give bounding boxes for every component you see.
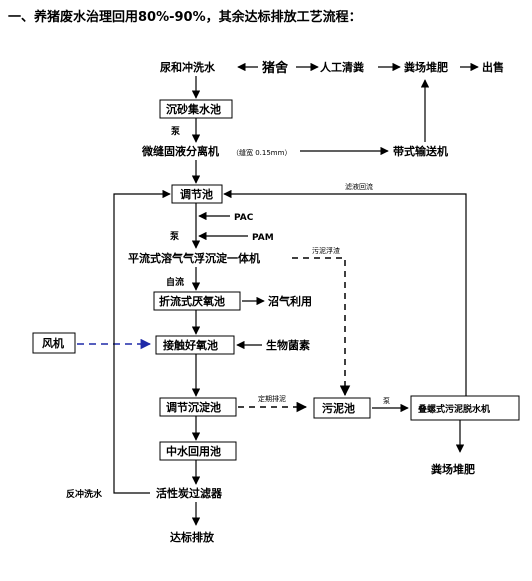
node-daf: 平流式溶气气浮沉淀一体机	[128, 251, 260, 265]
label-pam: PAM	[252, 233, 274, 243]
node-carbon-filter: 活性炭过滤器	[156, 486, 223, 500]
node-anaerobic: 折流式厌氧池	[159, 294, 225, 308]
sludge-tank-box	[313, 397, 371, 419]
node-bio-agent: 生物菌素	[266, 338, 310, 352]
contact-oxidation-box	[155, 335, 235, 355]
node-urine-wash: 尿和冲洗水	[160, 60, 216, 74]
node-manure-pile-bottom: 粪场堆肥	[431, 462, 475, 476]
label-periodic-discharge: 定期排泥	[258, 394, 286, 403]
node-blower: 风机	[42, 336, 64, 350]
label-pump-1: 泵	[171, 126, 181, 137]
line-daf-scum-to-sludge	[292, 257, 351, 397]
node-sludge-tank: 污泥池	[322, 401, 355, 415]
anaerobic-box	[153, 291, 241, 311]
label-pac: PAC	[234, 213, 254, 223]
settling-box	[159, 397, 237, 417]
equalization-box	[171, 184, 223, 204]
dewater-box	[410, 395, 520, 421]
line-filtrate-return	[223, 189, 467, 396]
label-backwash: 反冲洗水	[66, 488, 103, 500]
node-reuse-tank: 中水回用池	[166, 444, 221, 458]
node-biogas: 沼气利用	[268, 294, 312, 308]
blower-box	[32, 332, 76, 354]
line-backwash-return	[113, 189, 171, 494]
node-manure-pile-top: 粪场堆肥	[404, 60, 448, 74]
label-filtrate-return: 滤液回流	[345, 182, 373, 191]
node-manual-clean: 人工清粪	[320, 60, 364, 74]
label-scum: 污泥浮渣	[312, 246, 340, 255]
node-sell: 出售	[482, 60, 504, 74]
node-dewater: 叠螺式污泥脱水机	[418, 403, 490, 415]
reuse-tank-box	[159, 441, 237, 461]
node-grit-tank: 沉砂集水池	[166, 102, 221, 116]
label-gravity: 自流	[166, 276, 184, 288]
label-pump-2: 泵	[170, 231, 180, 242]
node-equalization: 调节池	[180, 187, 213, 201]
node-discharge: 达标排放	[170, 530, 215, 544]
node-belt-conveyor: 带式输送机	[393, 144, 448, 158]
label-pump-3: 泵	[383, 397, 390, 405]
node-contact-oxidation: 接触好氧池	[163, 338, 218, 352]
node-micro-filter-note: （缝宽 0.15mm）	[232, 148, 291, 157]
node-settling: 调节沉淀池	[166, 400, 221, 414]
node-pig-house: 猪舍	[261, 60, 289, 76]
node-micro-filter: 微缝固液分离机	[141, 144, 219, 158]
page-title: 一、养猪废水治理回用80%-90%，其余达标排放工艺流程：	[8, 10, 362, 25]
